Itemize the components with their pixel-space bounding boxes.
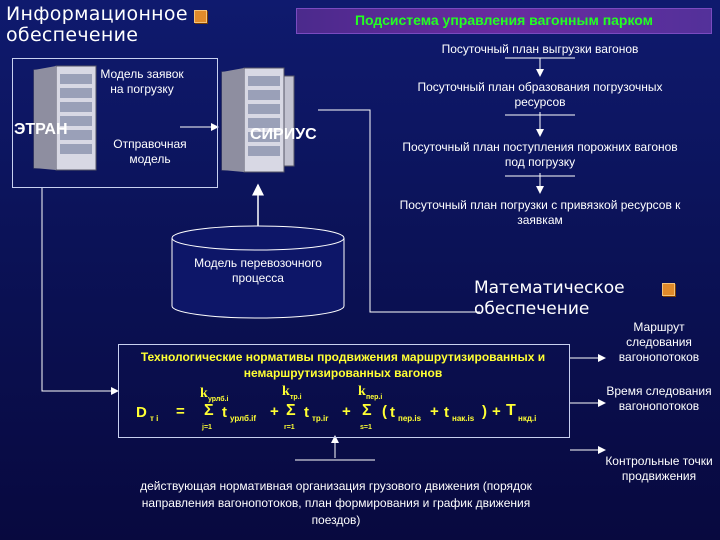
formula-t4-sub: нак.is	[452, 414, 475, 423]
info-bullet-icon	[194, 10, 207, 23]
formula-D: D	[136, 404, 147, 421]
formula-k2: k	[282, 384, 290, 399]
reference-model-text: Отправочная модель	[113, 137, 187, 166]
bottom-description: действующая нормативная организация груз…	[140, 479, 532, 527]
formula-close-paren: )	[482, 403, 487, 420]
model-requests-text: Модель заявок на погрузку	[100, 67, 184, 96]
formula-t2-sub: тр.ir	[312, 414, 329, 423]
formula-plus-4: +	[492, 403, 501, 420]
formula-t3: t	[390, 404, 395, 421]
formula-open-paren: (	[382, 403, 387, 420]
formula-plus-1: +	[270, 403, 279, 420]
formula-plus-3: +	[430, 403, 439, 420]
transport-model-text: Модель перевозочного процесса	[194, 256, 322, 285]
formula-k1: k	[200, 386, 208, 401]
norms-title: Технологические нормативы продвижения ма…	[140, 350, 546, 380]
formula-t1-sub: урлб.if	[230, 414, 257, 423]
side-item-route: Маршрут следования вагонопотоков	[618, 320, 700, 364]
norms-formula: D т i = k урлб.i Σ j=1 t урлб.if + k тр.…	[124, 384, 564, 434]
plan-loading-requests: Посуточный план погрузки с привязкой рес…	[399, 198, 681, 227]
formula-sigma-2: Σ	[286, 402, 296, 419]
etran-box	[12, 58, 218, 188]
formula-t1: t	[222, 404, 227, 421]
formula-k1-sub: урлб.i	[208, 396, 229, 403]
math-bullet-icon	[662, 283, 675, 296]
formula-sigma-1: Σ	[204, 402, 214, 419]
formula-j1: j=1	[202, 424, 212, 431]
plan-loading-resources: Посуточный план образования погрузочных …	[417, 80, 663, 109]
formula-t2: t	[304, 404, 309, 421]
plan-empty-wagons: Посуточный план поступления порожних ваг…	[402, 140, 678, 169]
formula-plus-2: +	[342, 403, 351, 420]
sirius-label: СИРИУС	[250, 126, 317, 143]
formula-s1: s=1	[360, 424, 372, 431]
norms-box	[118, 344, 570, 438]
formula-sigma-3: Σ	[362, 402, 372, 419]
etran-label: ЭТРАН	[14, 121, 68, 138]
info-title: Информационное обеспечение	[6, 3, 188, 46]
formula-T: T	[506, 402, 516, 419]
formula-D-sub: т i	[150, 414, 159, 423]
formula-T-sub: нкд.i	[518, 414, 537, 423]
plan-unloading: Посуточный план выгрузки вагонов	[441, 42, 639, 56]
sirius-to-plans-line	[318, 109, 480, 313]
formula-k3-sub: пер.i	[366, 394, 383, 401]
formula-eq: =	[176, 403, 185, 420]
math-title: Математическое обеспечение	[474, 278, 625, 319]
side-item-time: Время следования вагонопотоков	[606, 384, 712, 413]
formula-t4: t	[444, 404, 449, 421]
header-title: Подсистема управления вагонным парком	[354, 12, 654, 28]
formula-k2-sub: тр.i	[290, 394, 302, 401]
formula-t3-sub: пер.is	[398, 414, 422, 423]
header-bar	[296, 8, 712, 34]
formula-r1: r=1	[284, 424, 295, 431]
etran-to-norms-line	[41, 187, 119, 395]
side-item-checkpoints: Контрольные точки продвижения	[605, 454, 713, 483]
formula-k3: k	[358, 384, 366, 399]
